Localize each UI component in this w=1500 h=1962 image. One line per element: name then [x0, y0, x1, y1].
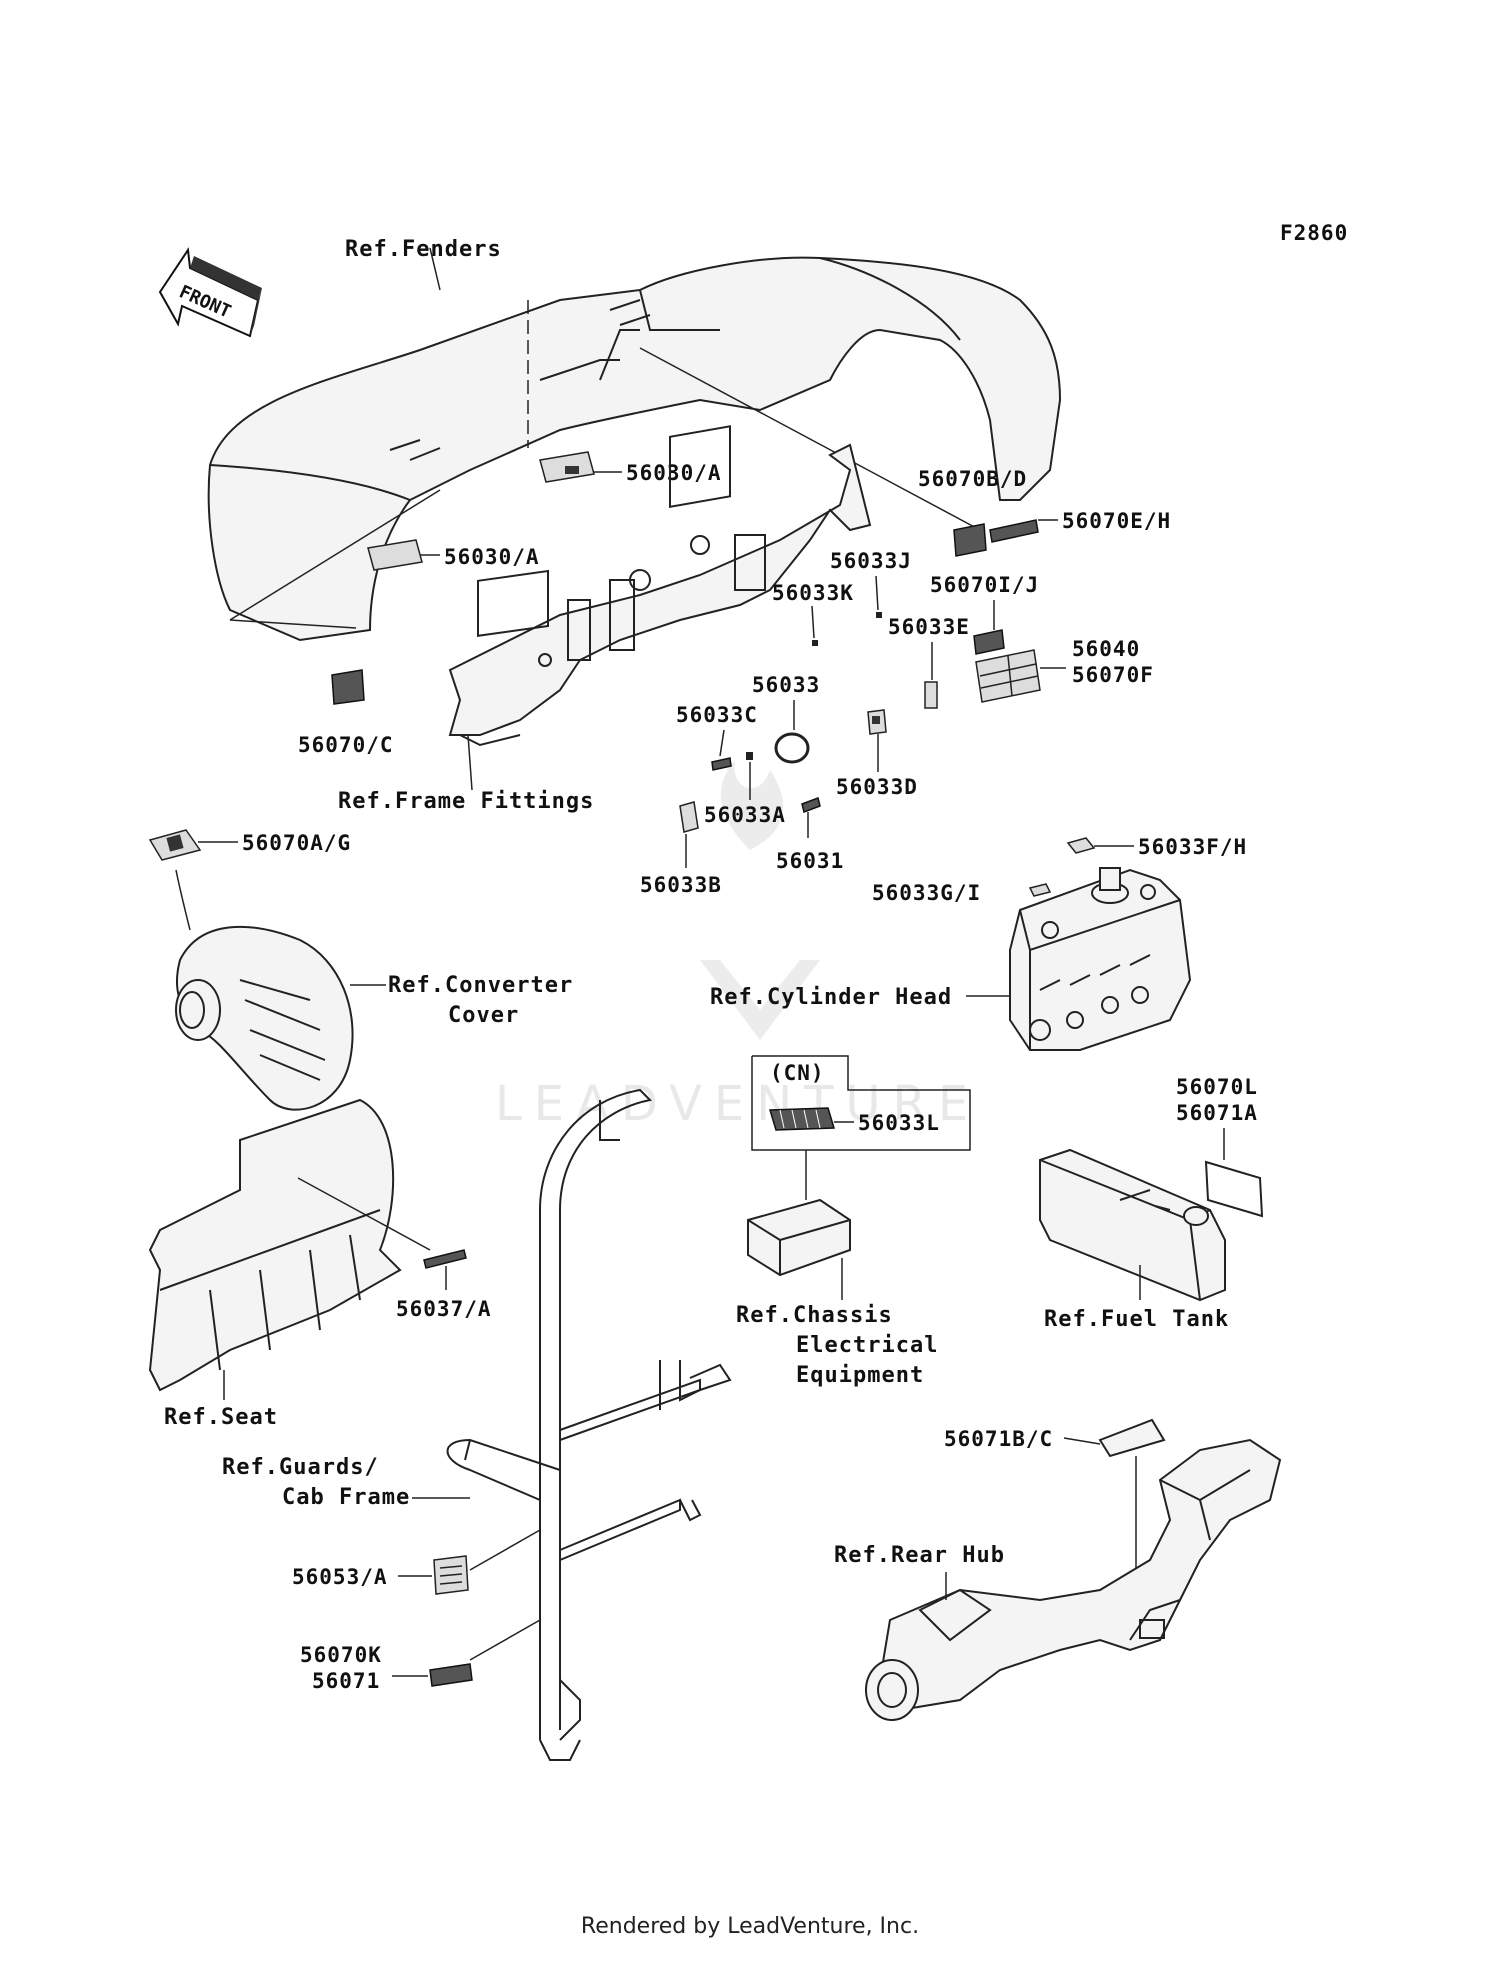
- converter-cover-outline: [175, 925, 354, 1111]
- decal-56070bd: [953, 523, 987, 557]
- figure-code: F2860: [1280, 221, 1348, 245]
- leader-56033k: [811, 605, 815, 639]
- label-frame-fittings: Ref.Frame Fittings: [338, 789, 594, 814]
- seat-outline: [148, 1098, 402, 1392]
- decal-56070ag: [148, 829, 202, 861]
- part-56033k: 56033K: [772, 581, 854, 605]
- label-fuel-tank: Ref.Fuel Tank: [1044, 1307, 1229, 1332]
- leader-converter-decal: [175, 869, 191, 931]
- decal-56033-ring: [774, 732, 810, 764]
- part-56033a: 56033A: [704, 803, 786, 827]
- label-fenders: Ref.Fenders: [345, 237, 502, 262]
- part-56071a: 56071A: [1176, 1101, 1258, 1125]
- fuel-tank-outline: [1039, 1148, 1226, 1302]
- front-arrow-icon: FRONT: [158, 247, 262, 338]
- part-56033l: 56033L: [858, 1111, 940, 1135]
- decal-56053a: [433, 1555, 469, 1595]
- part-56037a: 56037/A: [396, 1297, 492, 1321]
- leader-seat-to-decal: [297, 1177, 431, 1251]
- part-56030a-top: 56030/A: [626, 461, 722, 485]
- label-seat: Ref.Seat: [164, 1405, 278, 1430]
- decal-56070c: [331, 669, 365, 705]
- decal-56033c: [711, 757, 732, 771]
- part-56053a: 56053/A: [292, 1565, 388, 1589]
- leader-fender-to-56070c: [229, 489, 441, 621]
- decal-56030a-top-mark: [565, 466, 579, 474]
- part-56033d: 56033D: [836, 775, 918, 799]
- footer-credit: Rendered by LeadVenture, Inc.: [580, 1914, 920, 1939]
- decal-56033fh: [1066, 837, 1096, 854]
- leader-56033c: [719, 729, 725, 757]
- leader-cab-to-56070k: [469, 1619, 541, 1661]
- leader-frame-fittings: [467, 734, 473, 791]
- decal-56033e: [924, 681, 938, 709]
- label-converter-cover-2: Cover: [448, 1003, 519, 1028]
- label-cn: (CN): [770, 1061, 825, 1085]
- leader-56033j: [875, 575, 879, 611]
- part-56070ij: 56070I/J: [930, 573, 1039, 597]
- part-56070k: 56070K: [300, 1643, 382, 1667]
- decal-56071bc: [1098, 1418, 1166, 1458]
- fenders-leader: [429, 247, 441, 291]
- decal-56031: [801, 797, 821, 813]
- label-chassis-3: Equipment: [796, 1363, 924, 1388]
- part-56033b: 56033B: [640, 873, 722, 897]
- cn-box: [751, 1055, 971, 1151]
- frame-fittings-outline: [448, 425, 872, 747]
- part-56033e: 56033E: [888, 615, 970, 639]
- part-56071: 56071: [312, 1669, 380, 1693]
- part-56030a-mid: 56030/A: [444, 545, 540, 569]
- part-56031: 56031: [776, 849, 844, 873]
- label-converter-cover-1: Ref.Converter: [388, 973, 573, 998]
- label-guards-1: Ref.Guards/: [222, 1455, 379, 1480]
- leader-cab-to-56053a: [469, 1529, 541, 1571]
- leader-fender-to-56070c-b: [229, 619, 357, 629]
- part-56033gi: 56033G/I: [872, 881, 981, 905]
- chassis-electrical-box-outline: [747, 1198, 851, 1277]
- decal-56070k: [429, 1663, 473, 1687]
- decal-56033l: [769, 1107, 835, 1131]
- decal-56070ij: [973, 629, 1005, 655]
- label-rear-hub: Ref.Rear Hub: [834, 1543, 1005, 1568]
- decal-56033gi: [1028, 883, 1052, 897]
- part-56040: 56040: [1072, 637, 1140, 661]
- decal-56070eh: [989, 519, 1039, 543]
- decal-56033d-mark: [872, 716, 880, 724]
- part-56070l: 56070L: [1176, 1075, 1258, 1099]
- label-cylinder-head: Ref.Cylinder Head: [710, 985, 952, 1010]
- part-56070c: 56070/C: [298, 733, 394, 757]
- decal-56033a: [746, 752, 753, 760]
- decal-56033b: [679, 801, 699, 833]
- part-56033c: 56033C: [676, 703, 758, 727]
- label-chassis-2: Electrical: [796, 1333, 938, 1358]
- decal-56037a: [423, 1249, 467, 1269]
- leader-fender-to-56070bd: [639, 347, 981, 531]
- part-56070ag: 56070A/G: [242, 831, 351, 855]
- label-chassis-1: Ref.Chassis: [736, 1303, 893, 1328]
- part-56033: 56033: [752, 673, 820, 697]
- part-56070bd: 56070B/D: [918, 467, 1027, 491]
- decal-56030a-mid: [367, 539, 423, 571]
- part-56033fh: 56033F/H: [1138, 835, 1247, 859]
- part-56033j: 56033J: [830, 549, 912, 573]
- part-56070f: 56070F: [1072, 663, 1154, 687]
- decal-56033j: [876, 612, 882, 618]
- rear-hub-outline: [865, 1438, 1282, 1721]
- cab-frame-outline: [446, 1088, 732, 1761]
- leader-56071bc: [1063, 1437, 1101, 1445]
- part-56070eh: 56070E/H: [1062, 509, 1171, 533]
- label-guards-2: Cab Frame: [282, 1485, 410, 1510]
- decal-56033k: [812, 640, 818, 646]
- decal-56070l: [1204, 1160, 1264, 1218]
- decal-56040-56070f: [975, 649, 1041, 703]
- part-56071bc: 56071B/C: [944, 1427, 1053, 1451]
